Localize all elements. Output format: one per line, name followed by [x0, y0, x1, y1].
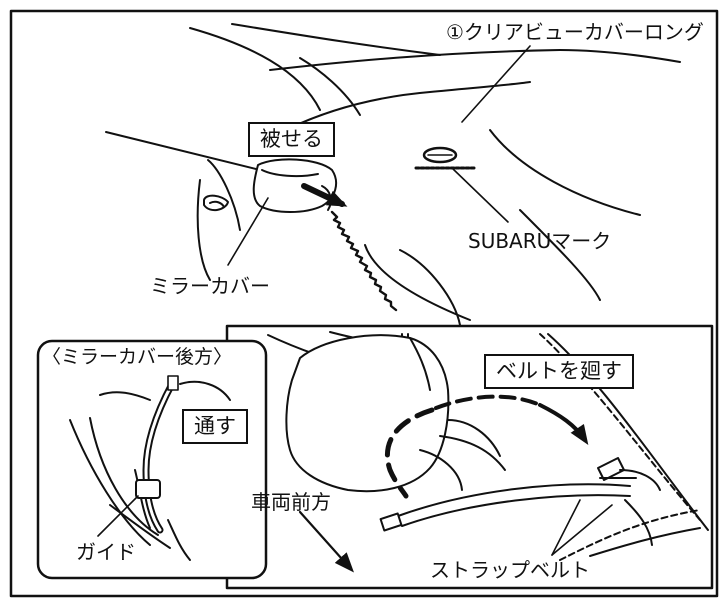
rear-view-panel: [36, 339, 268, 580]
hidden-belt-dashed: [384, 407, 435, 499]
wrap-direction-dashed: [434, 394, 542, 410]
cover-action-label: 被せる: [248, 122, 335, 157]
guide-clip: [135, 479, 161, 499]
vehicle-front-label: 車両前方: [251, 490, 331, 514]
detail-mirror: [285, 334, 506, 493]
leader-mirror-cover: [227, 197, 269, 266]
rear-view-drawing: [69, 380, 231, 561]
subaru-mark-label: SUBARUマーク: [468, 229, 612, 253]
leader-subaru: [451, 167, 509, 223]
clear-view-cover-label: ①クリアビューカバーロング: [446, 20, 704, 44]
subaru-emblem: [414, 146, 478, 170]
leader-clear-view: [461, 45, 531, 123]
strap-belt-label: ストラップベルト: [430, 558, 590, 582]
leader-strap-2: [551, 504, 613, 556]
outer-frame: [9, 9, 719, 598]
mirror-cover-label: ミラーカバー: [150, 274, 270, 298]
cover-direction-arrow: [301, 183, 348, 207]
leader-guide: [97, 495, 139, 537]
rear-view-buckle: [167, 375, 179, 391]
wrap-belt-label: ベルトを廻す: [484, 354, 634, 389]
leader-strap-1: [551, 499, 581, 556]
vehicle-front-arrow: [298, 510, 354, 573]
wrap-direction-arrow: [538, 403, 589, 445]
guide-label: ガイド: [76, 540, 136, 564]
strap-belt: [379, 457, 661, 546]
rear-view-title: 〈ミラーカバー後方〉: [42, 346, 233, 368]
cover-edge-zigzag: [330, 210, 398, 312]
pass-through-label: 通す: [182, 409, 248, 444]
door-handle: [203, 194, 229, 212]
mirror-cover-top: [252, 158, 338, 213]
